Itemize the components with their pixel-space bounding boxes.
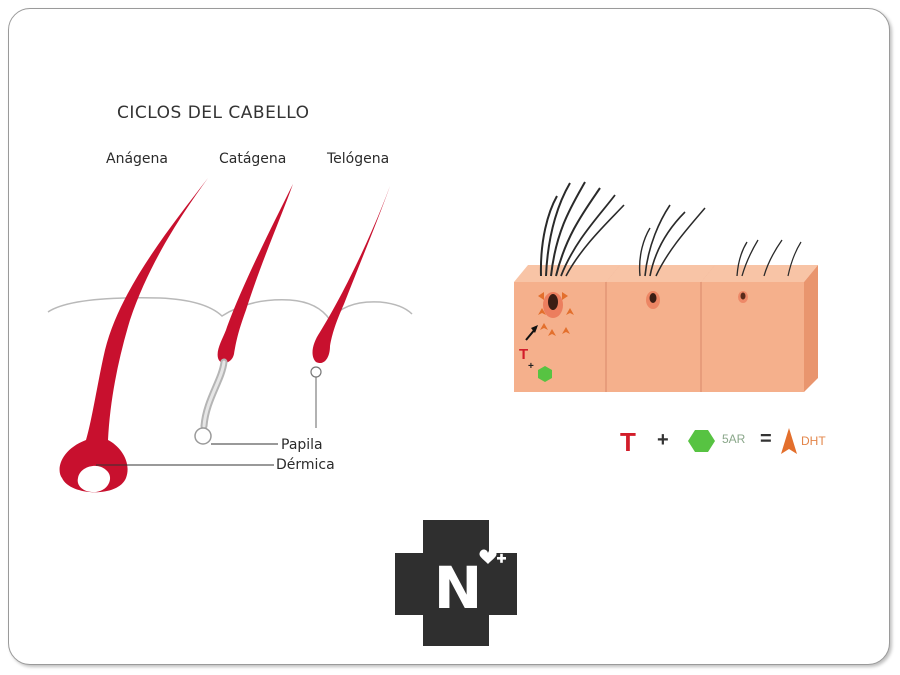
enzyme-hexagon — [688, 430, 715, 452]
dht-markers — [538, 292, 574, 336]
formula-plus: + — [657, 429, 669, 451]
skin-t-symbol: T — [519, 346, 529, 363]
enzyme-hexagon-small — [538, 366, 552, 382]
follicle-1 — [539, 181, 625, 318]
telogen-hair — [310, 186, 390, 428]
label-dermica: Dérmica — [276, 457, 335, 473]
logo-letter: N — [433, 554, 483, 622]
phase-label-catagena: Catágena — [219, 151, 287, 167]
diagram-title: CICLOS DEL CABELLO — [117, 103, 310, 123]
formula-product-label: DHT — [801, 434, 826, 448]
dht-arrowhead — [781, 428, 797, 454]
anagen-hair — [59, 178, 209, 493]
phase-label-anagena: Anágena — [106, 151, 168, 167]
label-papila: Papila — [281, 437, 323, 453]
skin-surface-line — [47, 297, 413, 322]
catagen-hair — [194, 184, 293, 445]
skin-plus: + — [528, 361, 534, 372]
skin-blocks — [514, 265, 818, 392]
formula-enzyme-label: 5AR — [722, 432, 746, 446]
formula-t-symbol: T — [620, 427, 636, 457]
logo-cross — [395, 520, 517, 646]
follicle-2 — [638, 204, 706, 309]
phase-label-telogena: Telógena — [327, 151, 390, 167]
follicle-3 — [736, 239, 802, 303]
formula-equals: = — [760, 428, 772, 450]
